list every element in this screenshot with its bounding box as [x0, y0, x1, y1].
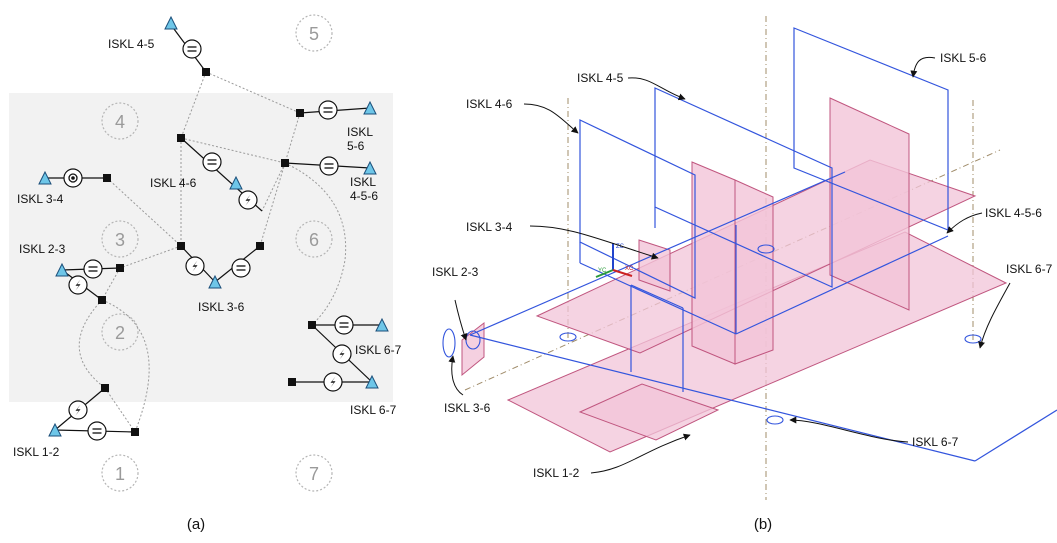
- label-iskl-5-6-line2: 5-6: [347, 139, 365, 153]
- caption-a: (a): [187, 516, 205, 533]
- zone-1-label: 1: [115, 464, 125, 484]
- label-iskl-4-6: ISKL 4-6: [150, 176, 197, 190]
- zone-3-label: 3: [115, 230, 125, 250]
- label-b-iskl-4-5-6: ISKL 4-5-6: [985, 206, 1042, 220]
- zone-2-label: 2: [115, 323, 125, 343]
- label-b-iskl-6-7-bottom: ISKL 6-7: [912, 435, 959, 449]
- label-b-iskl-3-6: ISKL 3-6: [444, 401, 491, 415]
- label-b-iskl-3-4: ISKL 3-4: [466, 220, 513, 234]
- label-iskl-4-5-6-line2: 4-5-6: [350, 189, 378, 203]
- label-b-iskl-4-5: ISKL 4-5: [577, 71, 624, 85]
- label-iskl-4-5-6-line1: ISKL: [350, 175, 376, 189]
- label-iskl-3-6: ISKL 3-6: [198, 300, 245, 314]
- label-iskl-5-6-line1: ISKL: [347, 125, 373, 139]
- label-b-iskl-5-6: ISKL 5-6: [940, 51, 987, 65]
- boundary-triangles: [38, 15, 389, 437]
- dashdot-axes: [464, 16, 1001, 500]
- junction-nodes: [98, 68, 316, 436]
- label-iskl-4-5: ISKL 4-5: [108, 37, 155, 51]
- panel-b: ZC XC YC ISKL 4-5 ISKL 5-6 ISKL 4-6 ISKL…: [432, 16, 1057, 533]
- blue-frames: [469, 27, 1057, 462]
- label-iskl-1-2: ISKL 1-2: [13, 445, 60, 459]
- label-b-iskl-6-7-right: ISKL 6-7: [1006, 262, 1053, 276]
- leader-lines: [448, 56, 1011, 474]
- label-iskl-3-4: ISKL 3-4: [17, 192, 64, 206]
- label-iskl-2-3: ISKL 2-3: [19, 242, 66, 256]
- panel-a: 5 4 3 6 2 1 7: [9, 14, 402, 533]
- axis-y-label: YC: [598, 268, 607, 274]
- zone-5-label: 5: [309, 24, 319, 44]
- dotted-connections: [78, 71, 347, 433]
- zone-circles: [101, 14, 333, 492]
- region-shading: [9, 93, 393, 402]
- label-iskl-6-7-lower: ISKL 6-7: [350, 403, 397, 417]
- label-b-iskl-4-6: ISKL 4-6: [466, 97, 513, 111]
- caption-b: (b): [754, 516, 772, 533]
- label-b-iskl-2-3: ISKL 2-3: [432, 265, 479, 279]
- zone-4-label: 4: [115, 112, 125, 132]
- axis-z-label: ZC: [616, 244, 625, 250]
- axis-x-label: XC: [625, 266, 634, 272]
- label-iskl-6-7-upper: ISKL 6-7: [355, 343, 402, 357]
- pink-vertical-planes: [461, 97, 910, 377]
- zone-6-label: 6: [309, 230, 319, 250]
- zone-7-label: 7: [309, 464, 319, 484]
- label-b-iskl-1-2: ISKL 1-2: [533, 466, 580, 480]
- coordinate-axes-icon: ZC XC YC: [595, 243, 634, 278]
